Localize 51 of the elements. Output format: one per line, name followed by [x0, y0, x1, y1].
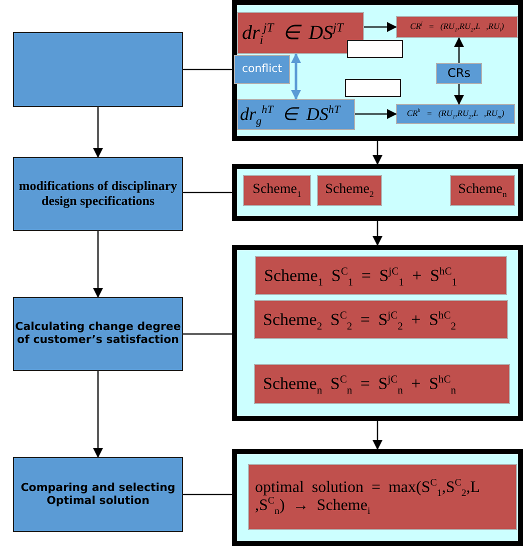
box-label: Calculating change degree of customer’s satisfaction — [14, 321, 182, 347]
arrow — [372, 421, 382, 450]
formula-box — [254, 364, 510, 404]
empty-box — [347, 40, 403, 58]
empty-box — [13, 32, 183, 107]
formula-box — [243, 175, 311, 206]
formula-box — [396, 104, 515, 124]
formula-text: dr$_{g}$$^{hT}$ ∈ DS$^{hT}$ — [240, 104, 340, 125]
formula-text: CR$^{h}$ = (RU$_{1}$,RU$_{2}$,L ,RU$_{m}$) — [406, 109, 504, 119]
connector-line — [183, 68, 234, 70]
connector-line — [183, 333, 232, 335]
formula-box — [237, 12, 364, 54]
box-label: conflict — [242, 63, 282, 76]
formula-text: Scheme$_{2}$ — [325, 182, 374, 199]
formula-box — [237, 99, 355, 130]
arrow — [355, 109, 397, 119]
arrow — [454, 37, 464, 63]
formula-text: Scheme$_{1}$ — [252, 182, 302, 199]
formula-box — [317, 175, 382, 206]
panel — [232, 0, 523, 141]
formula-text: CR$^{j}$ = (RU$_{1}$,RU$_{2}$,L ,RU$_{l}$) — [410, 22, 504, 32]
panel — [232, 245, 523, 421]
arrow — [93, 371, 103, 458]
arrow — [372, 221, 382, 246]
formula-box — [255, 256, 507, 295]
label-box — [436, 63, 482, 84]
arrow — [93, 107, 103, 158]
label-box — [234, 55, 290, 84]
panel — [232, 164, 523, 221]
panel — [232, 449, 523, 546]
connector-line — [183, 494, 232, 496]
formula-text: optimal solution = max(S$^{C}$$_{1}$,S$^{C}$$_{2}$,L ,S$^{C}$$_{n}$) → Scheme$_{i}$ — [255, 478, 480, 516]
arrow — [372, 141, 382, 165]
formula-text: dr$_{i}$$^{jT}$ ∈ DS$^{jT}$ — [242, 22, 344, 44]
arrow — [291, 53, 301, 100]
connector-line — [183, 192, 232, 194]
arrow — [364, 22, 397, 32]
arrow — [93, 231, 103, 298]
process-box — [13, 457, 183, 532]
empty-box — [345, 79, 401, 97]
box-label: modifications of disciplinary design specifications — [18, 179, 178, 209]
formula-box — [254, 300, 508, 339]
formula-box — [396, 16, 518, 38]
box-label: CRs — [448, 66, 470, 80]
formula-box — [248, 464, 517, 530]
process-box — [13, 157, 183, 231]
box-label: Comparing and selecting Optimal solution — [20, 482, 176, 508]
process-box — [13, 297, 183, 371]
arrow — [454, 84, 464, 105]
formula-text: Scheme$_{n}$ — [458, 182, 507, 199]
formula-box — [450, 175, 515, 206]
